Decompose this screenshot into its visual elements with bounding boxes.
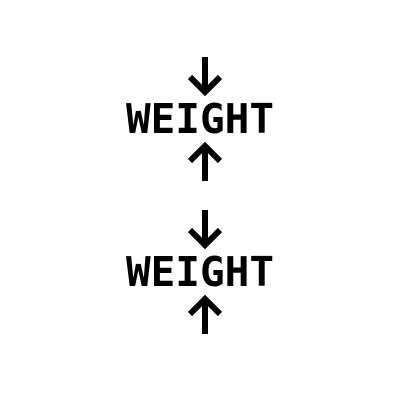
arrow-up-icon [187, 141, 223, 181]
arrow-down-icon [187, 57, 223, 97]
weight-symbol-top: WEIGHT [0, 55, 400, 185]
weight-label: WEIGHT [125, 95, 275, 143]
arrow-up-icon [187, 294, 223, 334]
weight-label: WEIGHT [125, 248, 275, 296]
arrow-down-icon [187, 210, 223, 250]
weight-symbol-bottom: WEIGHT [0, 208, 400, 338]
